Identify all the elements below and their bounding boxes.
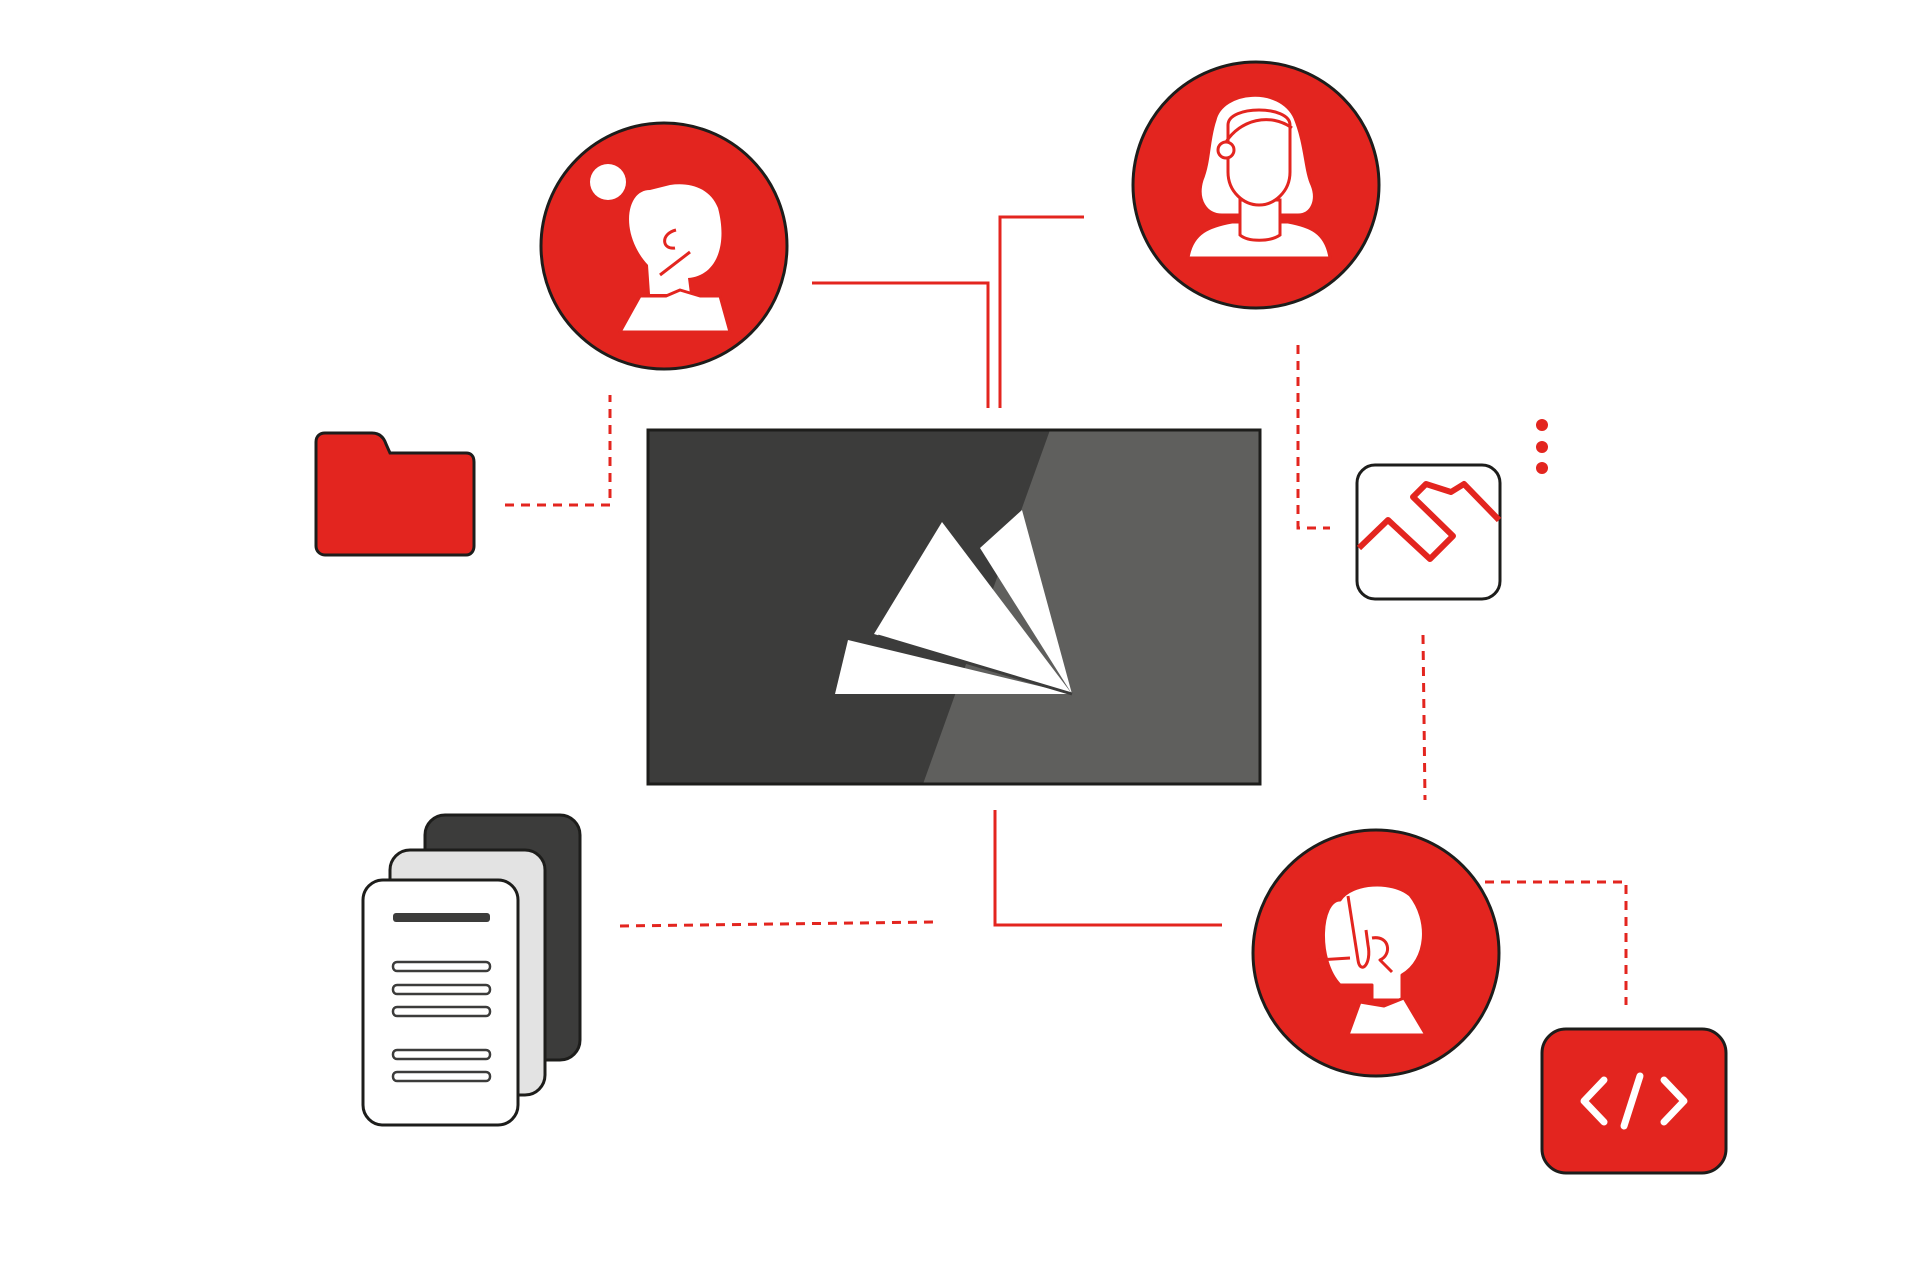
documents-node[interactable] — [361, 813, 582, 1127]
paper-plane-logo-icon — [835, 510, 1073, 696]
connector-woman-to-image — [1296, 345, 1330, 530]
connector-folder-to-avatar — [505, 395, 612, 507]
avatar-person-bottom-right[interactable] — [1251, 828, 1501, 1078]
person-bust-icon — [590, 164, 732, 334]
woman-avatar-icon — [1186, 93, 1332, 260]
folder-node[interactable] — [314, 431, 476, 557]
more-vertical-icon — [1536, 419, 1548, 474]
person-bust-icon — [1317, 883, 1428, 1037]
connector-woman-avatar-to-center — [998, 215, 1084, 408]
code-brackets-icon — [1580, 1072, 1688, 1130]
image-node[interactable] — [1355, 463, 1502, 601]
document-stack-icon — [361, 813, 582, 1127]
connector-bottom-right-avatar-to-center — [993, 810, 1222, 927]
more-node[interactable] — [1536, 419, 1548, 474]
screen-frame — [646, 428, 1262, 786]
image-mountain-icon — [1356, 481, 1502, 562]
center-screen — [646, 428, 1262, 786]
screen-light-panel — [923, 430, 1260, 784]
avatar-person-top-left[interactable] — [539, 121, 789, 371]
connector-top-left-avatar-to-center — [812, 281, 990, 408]
connector-avatar-to-code — [1485, 880, 1628, 1005]
connector-documents-to-center — [619, 920, 936, 928]
connectors — [505, 215, 1628, 1005]
connector-image-to-bottom-avatar — [1421, 634, 1427, 801]
avatar-woman-top-right[interactable] — [1131, 60, 1381, 310]
code-node[interactable] — [1540, 1027, 1728, 1175]
folder-icon — [314, 431, 476, 557]
